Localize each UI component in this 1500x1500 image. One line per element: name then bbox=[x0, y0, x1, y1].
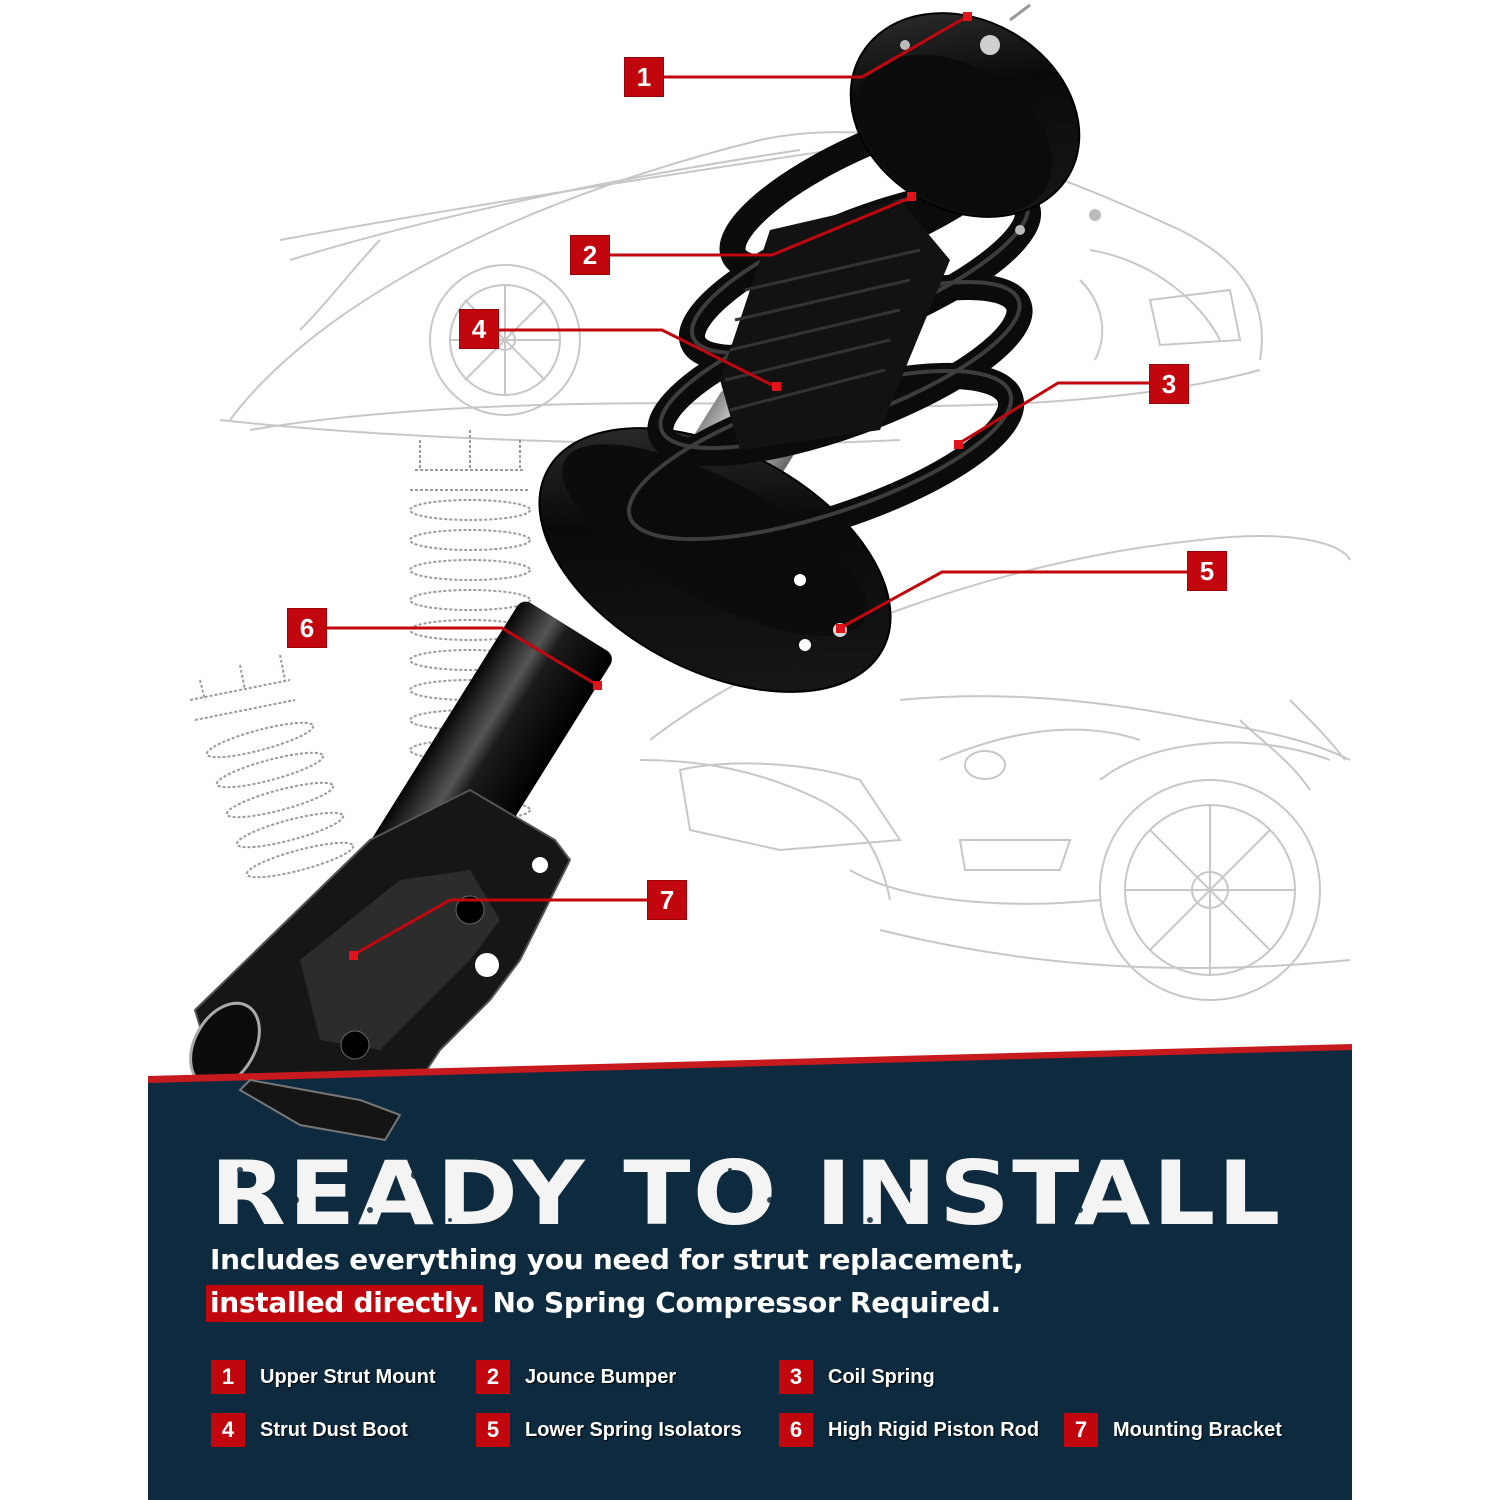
legend-label: Upper Strut Mount bbox=[260, 1365, 436, 1388]
legend-item-3: 3 Coil Spring bbox=[779, 1360, 935, 1394]
callout-3-coil-spring: 3 bbox=[1150, 365, 1188, 403]
legend-label: Coil Spring bbox=[828, 1365, 935, 1388]
legend-number-badge: 5 bbox=[476, 1413, 510, 1447]
banner-content: READY TO INSTALL Includes everything you… bbox=[148, 1050, 1352, 1500]
callout-6-piston-rod: 6 bbox=[288, 609, 326, 647]
legend-item-5: 5 Lower Spring Isolators bbox=[476, 1413, 742, 1447]
legend-label: Mounting Bracket bbox=[1113, 1418, 1282, 1441]
legend-label: Lower Spring Isolators bbox=[525, 1418, 742, 1441]
callout-5-lower-spring-isolators: 5 bbox=[1188, 552, 1226, 590]
legend-item-4: 4 Strut Dust Boot bbox=[211, 1413, 408, 1447]
highlight-installed-directly: installed directly. bbox=[206, 1285, 484, 1322]
subheadline-line-2: installed directly. No Spring Compressor… bbox=[206, 1285, 1002, 1322]
legend-label: Strut Dust Boot bbox=[260, 1418, 408, 1441]
subheadline-line-1: Includes everything you need for strut r… bbox=[210, 1243, 1024, 1276]
callout-7-mounting-bracket: 7 bbox=[648, 881, 686, 919]
legend-item-2: 2 Jounce Bumper bbox=[476, 1360, 676, 1394]
callout-4-strut-dust-boot: 4 bbox=[460, 310, 498, 348]
legend-number-badge: 4 bbox=[211, 1413, 245, 1447]
legend-number-badge: 7 bbox=[1064, 1413, 1098, 1447]
callout-1-upper-strut-mount: 1 bbox=[625, 58, 663, 96]
legend-label: Jounce Bumper bbox=[525, 1365, 677, 1388]
legend-number-badge: 2 bbox=[476, 1360, 510, 1394]
legend-item-1: 1 Upper Strut Mount bbox=[211, 1360, 436, 1394]
callout-2-jounce-bumper: 2 bbox=[571, 236, 609, 274]
legend-number-badge: 3 bbox=[779, 1360, 813, 1394]
headline-ready-to-install: READY TO INSTALL bbox=[210, 1142, 1283, 1245]
legend-number-badge: 6 bbox=[779, 1413, 813, 1447]
legend-item-7: 7 Mounting Bracket bbox=[1064, 1413, 1282, 1447]
legend-label: High Rigid Piston Rod bbox=[828, 1418, 1040, 1441]
legend-item-6: 6 High Rigid Piston Rod bbox=[779, 1413, 1039, 1447]
no-compressor-text: No Spring Compressor Required. bbox=[483, 1286, 1002, 1319]
legend-number-badge: 1 bbox=[211, 1360, 245, 1394]
